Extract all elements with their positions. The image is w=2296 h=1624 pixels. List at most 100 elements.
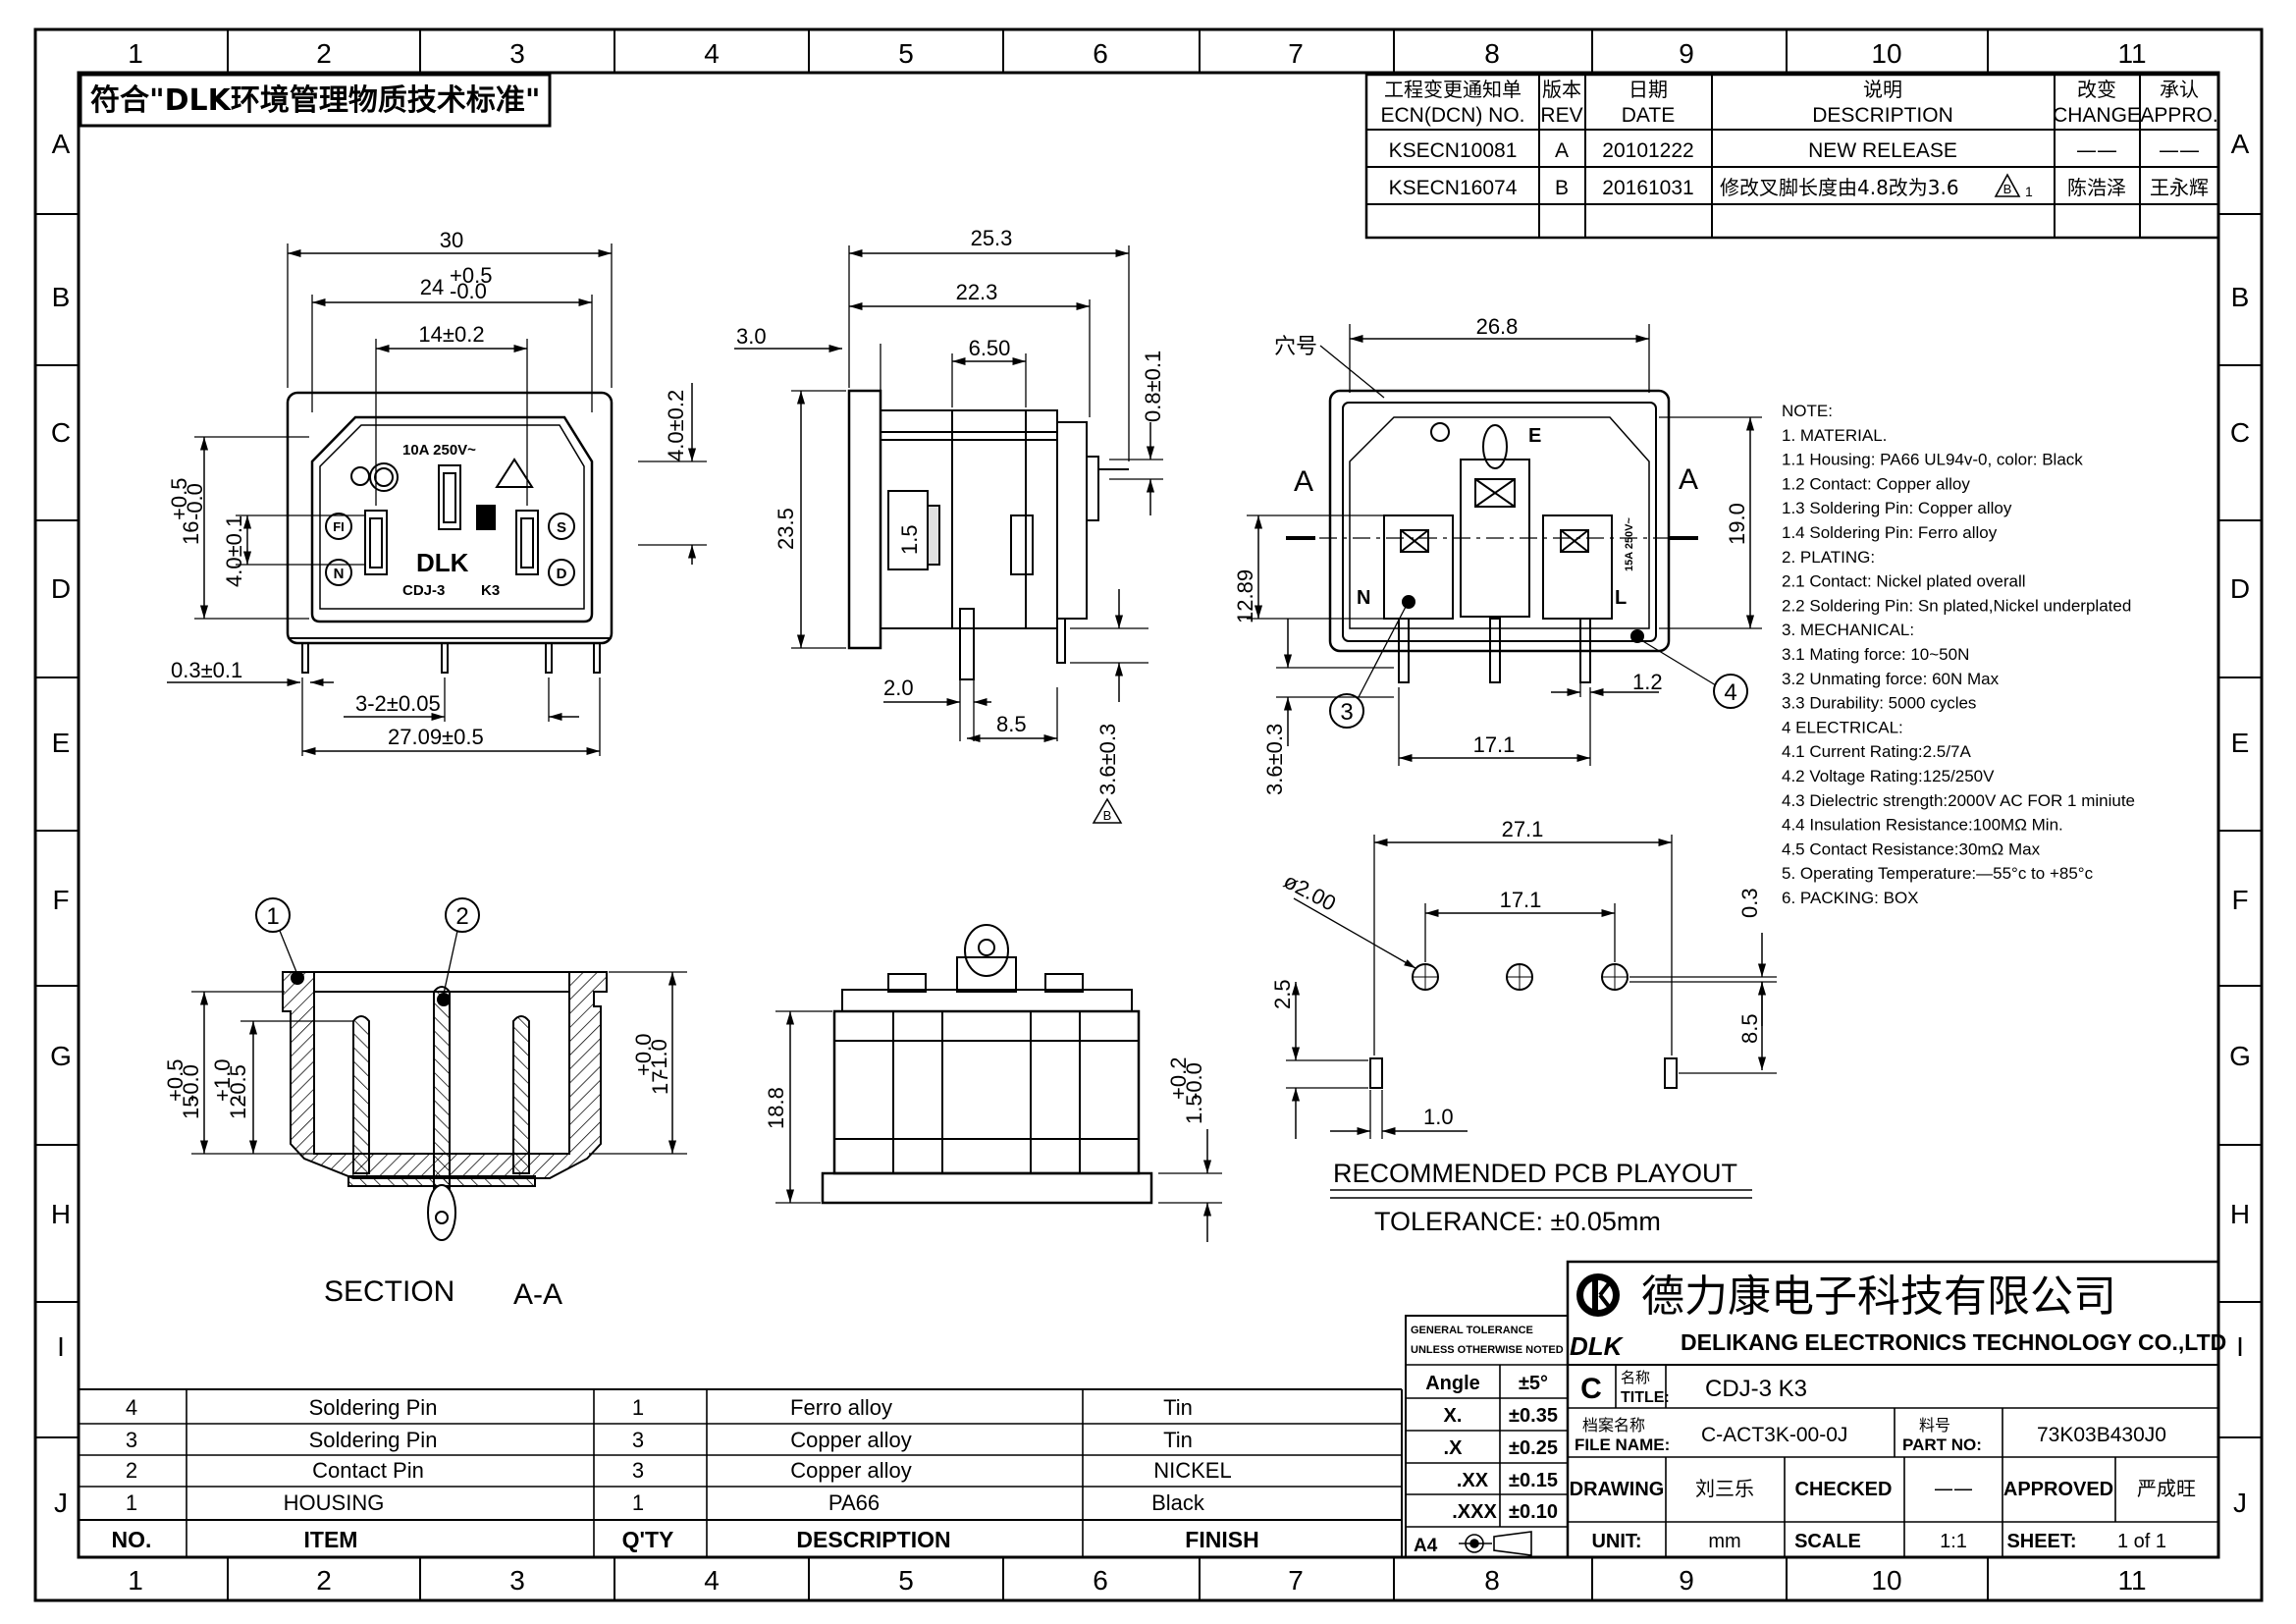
bom-table: 4 Soldering Pin 1 Ferro alloy Tin 3 Sold… <box>79 1388 1403 1557</box>
dim-30: 30 <box>440 228 463 252</box>
row-label: I <box>57 1331 65 1362</box>
side-view <box>734 245 1163 824</box>
checked-label: CHECKED <box>1795 1479 1893 1500</box>
checked-value: —— <box>1934 1477 1973 1500</box>
rev-row: KSECN16074 B 20161031 修改叉脚长度由4.8改为3.6 B … <box>1389 173 2209 199</box>
tolerance-key: .X <box>1444 1437 1464 1459</box>
note-line: 2.1 Contact: Nickel plated overall <box>1782 572 2026 591</box>
bom-finish: NICKEL <box>1153 1458 1231 1483</box>
dim-17-tol-dn: -1.0 <box>647 1039 671 1076</box>
frame-column-labels: 1 2 3 4 5 6 7 8 9 10 11 1 2 3 4 5 6 7 8 … <box>128 38 2146 1596</box>
bom-item: Soldering Pin <box>309 1428 438 1452</box>
pcb-tolerance: TOLERANCE: ±0.05mm <box>1374 1207 1661 1236</box>
dim-0-8: 0.8±0.1 <box>1141 351 1165 422</box>
company-name-en: DELIKANG ELECTRONICS TECHNOLOGY CO.,LTD <box>1681 1329 2226 1355</box>
note-line: 3.1 Mating force: 10~50N <box>1782 645 1969 664</box>
bom-header-finish: FINISH <box>1185 1527 1258 1552</box>
dim-15-tol-up: +0.5 <box>163 1059 187 1102</box>
rev-header-change-cn: 改变 <box>2077 78 2116 101</box>
dim-0-3: 0.3±0.1 <box>171 658 242 682</box>
dim-22-3: 22.3 <box>956 280 998 304</box>
dim-2-0: 2.0 <box>883 676 914 700</box>
dim-12-tol-dn: -0.5 <box>226 1064 250 1102</box>
rev-header-ecn-cn: 工程变更通知单 <box>1384 78 1522 101</box>
note-line: 6. PACKING: BOX <box>1782 889 1919 907</box>
dim-4-0-right: 4.0±0.2 <box>664 390 688 461</box>
note-line: 4.2 Voltage Rating:125/250V <box>1782 767 1995 785</box>
tolerance-key: Angle <box>1425 1373 1480 1394</box>
section-view <box>191 897 687 1241</box>
row-label: A <box>2231 129 2250 159</box>
dim-26-8: 26.8 <box>1476 314 1519 339</box>
file-label-en: FILE NAME: <box>1575 1435 1670 1454</box>
side-rev-marker: B <box>1103 808 1112 823</box>
row-label: H <box>2230 1199 2250 1229</box>
note-line: 5. Operating Temperature:—55°c to +85°c <box>1782 864 2094 883</box>
rev-desc: NEW RELEASE <box>1808 139 1957 162</box>
rev-header-date-cn: 日期 <box>1629 78 1668 101</box>
hole-number-label: 穴号 <box>1274 335 1317 359</box>
face-mark-s: S <box>557 519 566 536</box>
unit-value: mm <box>1708 1531 1740 1552</box>
dim-27-1: 27.1 <box>1502 817 1544 841</box>
dim-2-5: 2.5 <box>1270 979 1295 1009</box>
rev-date: 20161031 <box>1602 177 1693 199</box>
row-label: I <box>2236 1331 2244 1362</box>
col-label: 6 <box>1093 38 1108 69</box>
bom-no: 1 <box>126 1490 137 1515</box>
frame-row-labels: A B C D E F G H I J A B C D E F G H I J <box>50 129 2251 1518</box>
part-label-cn: 料号 <box>1919 1416 1950 1435</box>
bom-item: Soldering Pin <box>309 1395 438 1420</box>
sheet-label: SHEET: <box>2006 1531 2076 1552</box>
face-model: CDJ-3 <box>402 582 445 599</box>
revision-table: 工程变更通知单 ECN(DCN) NO. 版本 REV 日期 DATE 说明 D… <box>1364 73 2220 240</box>
bom-qty: 3 <box>632 1458 644 1483</box>
note-line: 4.1 Current Rating:2.5/7A <box>1782 742 1971 761</box>
terminal-l: L <box>1615 587 1627 609</box>
bottom-view <box>775 924 1222 1242</box>
dim-6-50: 6.50 <box>969 336 1011 360</box>
row-label: F <box>52 885 69 915</box>
dim-8-5: 8.5 <box>996 712 1027 736</box>
rev-marker-letter: B <box>2003 182 2012 196</box>
dim-1-5-tol-dn: -0.0 <box>1182 1062 1206 1100</box>
tolerance-header-1: GENERAL TOLERANCE <box>1411 1325 1533 1336</box>
dim-14: 14±0.2 <box>418 322 484 347</box>
row-label: C <box>2230 417 2250 448</box>
row-label: G <box>2229 1041 2251 1071</box>
dim-16: 16 <box>179 521 203 545</box>
tolerance-key: X. <box>1444 1405 1463 1427</box>
drawing-value: 刘三乐 <box>1695 1477 1754 1500</box>
bom-no: 4 <box>126 1395 137 1420</box>
note-line: 2. PLATING: <box>1782 548 1875 567</box>
col-label: 1 <box>128 1565 143 1596</box>
col-label: 8 <box>1484 1565 1500 1596</box>
bom-desc: Copper alloy <box>790 1428 912 1452</box>
bottom-view-labels: 18.8 1.5 +0.2 -0.0 <box>764 1057 1206 1129</box>
note-line: 4.5 Contact Resistance:30mΩ Max <box>1782 839 2041 858</box>
bom-no: 3 <box>126 1428 137 1452</box>
section-caption: SECTION <box>324 1275 454 1308</box>
pcb-title: RECOMMENDED PCB PLAYOUT <box>1333 1159 1737 1188</box>
col-label: 2 <box>316 1565 332 1596</box>
rev-desc: 修改叉脚长度由4.8改为3.6 <box>1720 176 1959 199</box>
row-label: B <box>2231 282 2250 312</box>
col-label: 9 <box>1679 38 1694 69</box>
note-line: 3.3 Durability: 5000 cycles <box>1782 694 1976 713</box>
col-label: 3 <box>509 1565 525 1596</box>
callout-4: 4 <box>1724 679 1736 706</box>
row-label: E <box>52 728 71 758</box>
bom-qty: 1 <box>632 1395 644 1420</box>
callout-3: 3 <box>1340 699 1353 726</box>
rev-appro: —— <box>2159 138 2200 162</box>
tolerance-value: ±0.15 <box>1509 1470 1558 1491</box>
row-label: J <box>2233 1488 2247 1518</box>
bom-desc: Copper alloy <box>790 1458 912 1483</box>
rev-change: 陈浩泽 <box>2067 176 2126 199</box>
dim-17-tol-up: +0.0 <box>631 1034 656 1076</box>
section-caption-ref: A-A <box>513 1278 562 1311</box>
col-label: 2 <box>316 38 332 69</box>
dim-17: 17 <box>648 1071 672 1095</box>
bom-no: 2 <box>126 1458 137 1483</box>
